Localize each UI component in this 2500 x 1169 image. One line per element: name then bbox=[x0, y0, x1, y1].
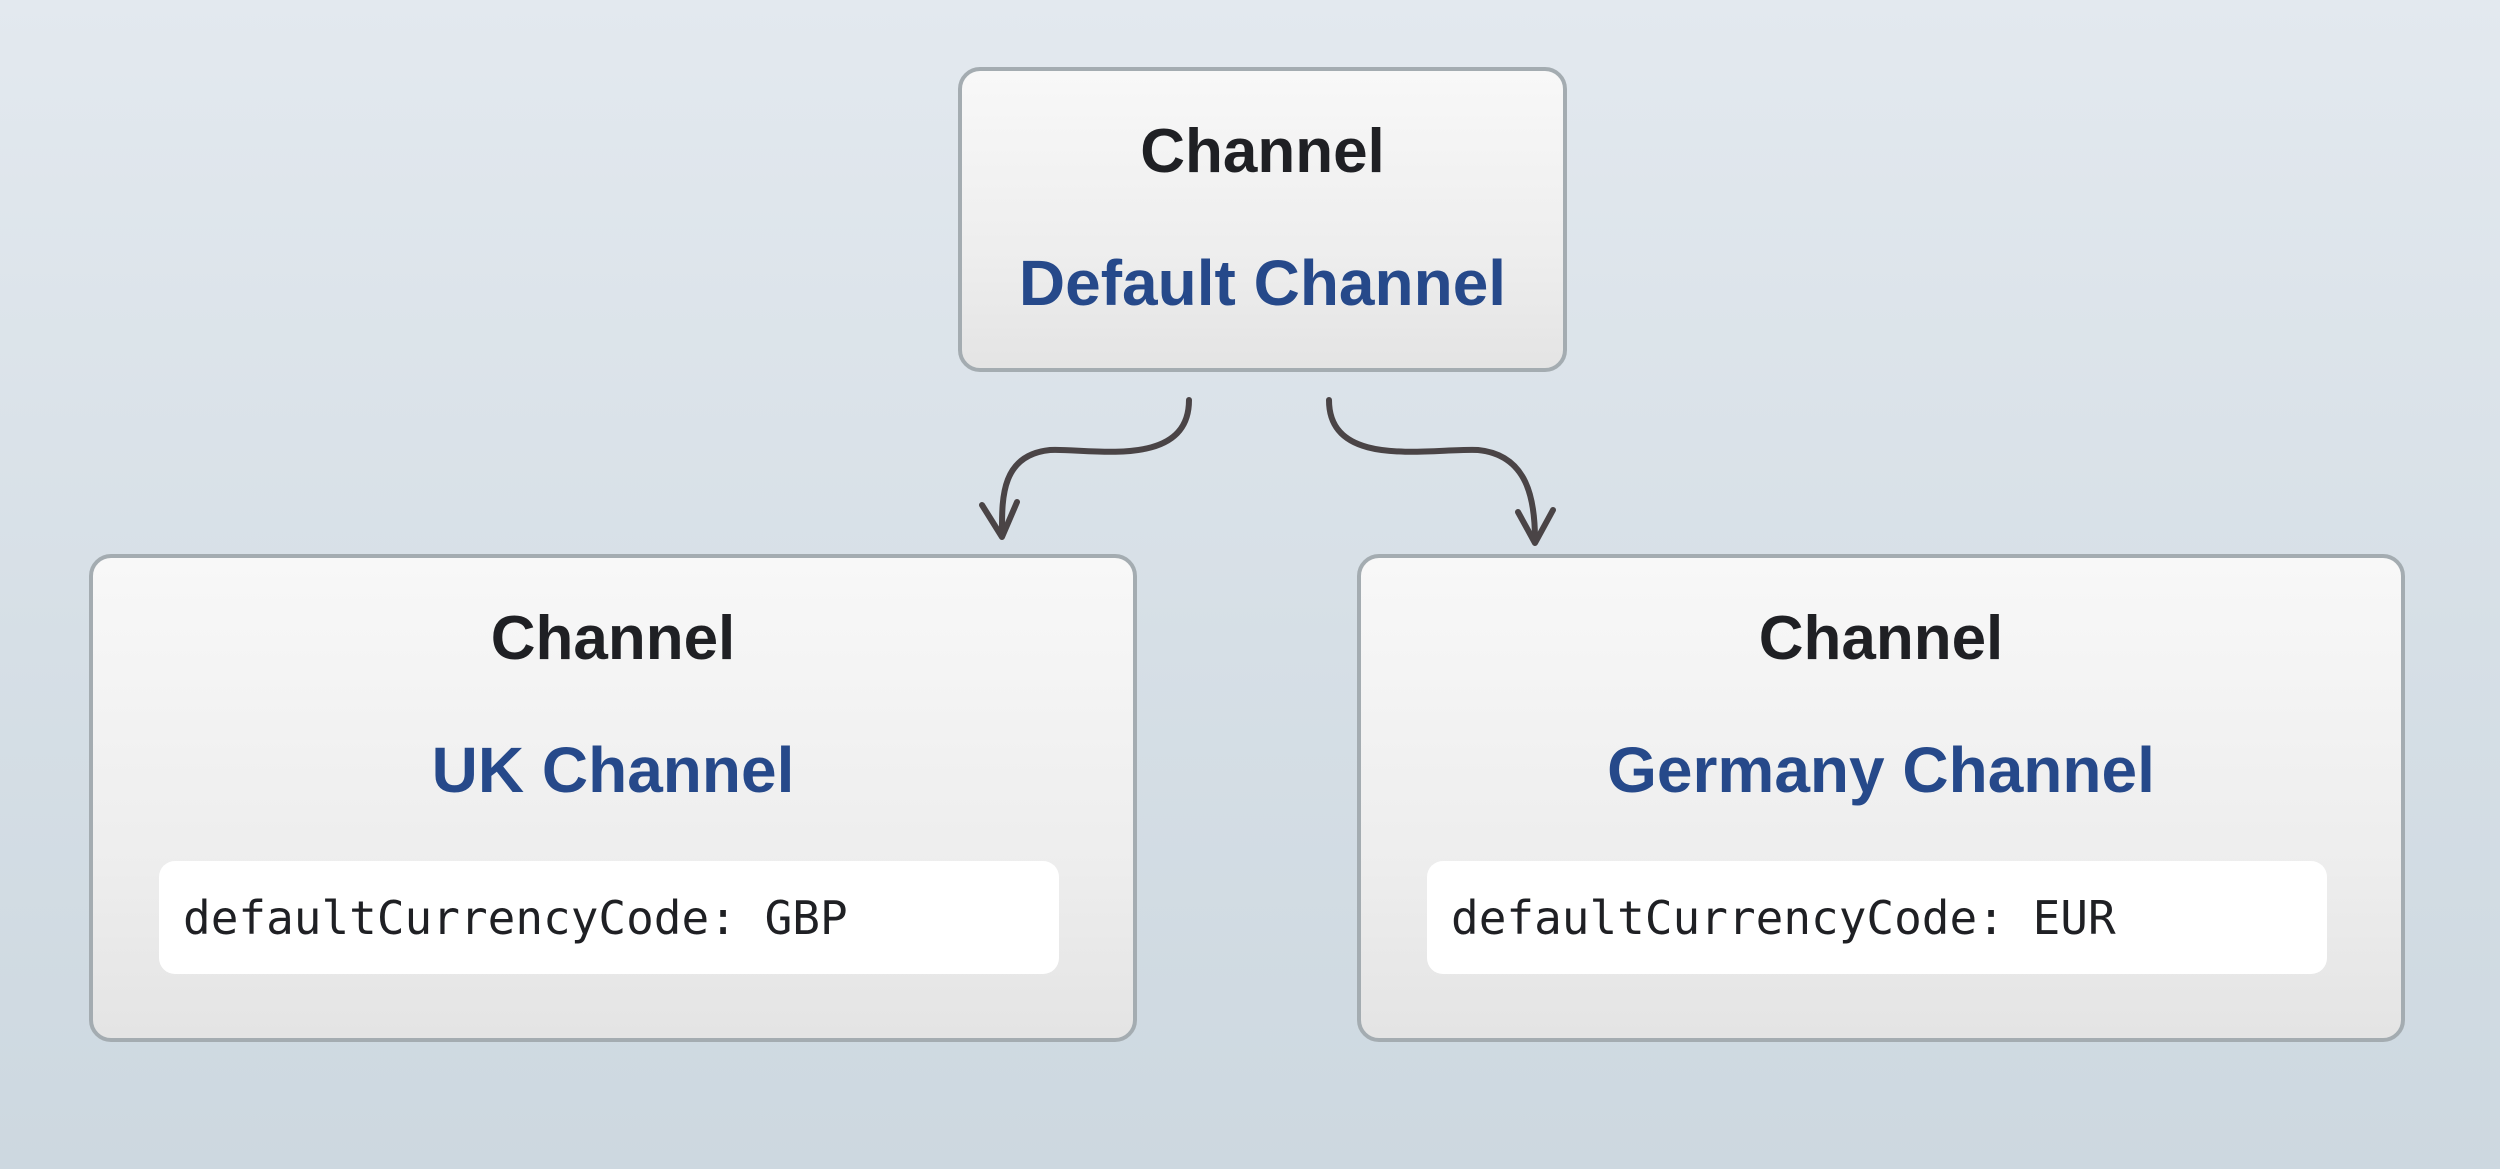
uk-channel-node: Channel UK Channel defaultCurrencyCode: … bbox=[89, 554, 1137, 1042]
node-name-label: Default Channel bbox=[1018, 247, 1507, 319]
default-channel-node: Channel Default Channel bbox=[958, 67, 1567, 372]
property-box: defaultCurrencyCode: GBP bbox=[159, 861, 1059, 974]
edge-default-to-uk bbox=[998, 397, 1192, 538]
property-box: defaultCurrencyCode: EUR bbox=[1427, 861, 2327, 974]
edge-default-to-uk-arrowhead bbox=[979, 499, 1020, 540]
edge-default-to-germany-arrowhead bbox=[1515, 507, 1556, 546]
node-name-label: Germany Channel bbox=[1607, 734, 2155, 806]
node-type-label: Channel bbox=[490, 604, 736, 673]
node-type-label: Channel bbox=[1140, 117, 1385, 186]
germany-channel-node: Channel Germany Channel defaultCurrencyC… bbox=[1357, 554, 2405, 1042]
edge-default-to-germany bbox=[1326, 397, 1538, 543]
currency-property: defaultCurrencyCode: EUR bbox=[1451, 891, 2116, 945]
node-type-label: Channel bbox=[1758, 604, 2004, 673]
currency-property: defaultCurrencyCode: GBP bbox=[183, 891, 848, 945]
node-name-label: UK Channel bbox=[431, 734, 795, 806]
